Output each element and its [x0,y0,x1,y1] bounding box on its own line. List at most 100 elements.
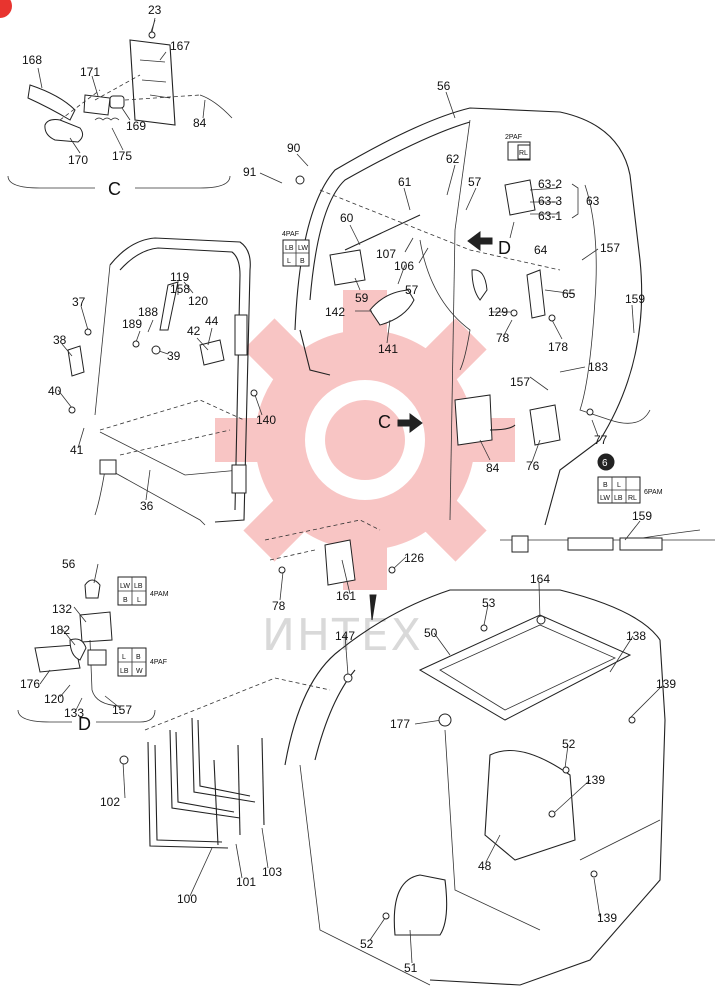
callout: 44 [205,314,219,328]
callout: 59 [355,291,369,305]
callout: 139 [585,773,605,787]
callout: 6PAM [644,489,663,496]
section-arrow-label-d: D [498,238,511,258]
connector-4paf-b-cell: LB [120,668,129,675]
callout: 178 [548,340,568,354]
connector-4paf-a-cell: LB [285,245,294,252]
callout: 65 [562,287,576,301]
connector-4paf-a-cell: B [300,258,305,265]
connector-6pam: B L LW LB RL [597,476,641,504]
connector-4paf-b-cell: B [136,654,141,661]
callout: 42 [187,324,201,338]
callout: 157 [510,375,530,389]
callout: 40 [48,384,62,398]
connector-4pam-cell: LB [134,583,143,590]
callout: 37 [72,295,86,309]
callout: 139 [656,677,676,691]
callout: 23 [148,3,162,17]
callout: 120 [188,294,208,308]
glass-seals [144,677,331,849]
callout: 183 [588,360,608,374]
callout: 41 [70,443,84,457]
roof-cover [264,519,381,586]
callout: 138 [626,629,646,643]
callout: 126 [404,551,424,565]
corner-marker [0,0,12,18]
callout: 177 [390,717,410,731]
connector-6pam-cell: RL [628,495,637,502]
callout: 158 [170,282,190,296]
detail-c [7,19,233,189]
callout: 62 [446,152,460,166]
callout: 175 [112,149,132,163]
arrow-c-icon [397,413,423,433]
marker-6-icon [597,453,615,471]
callout: 53 [482,596,496,610]
callout: 78 [496,331,510,345]
callout: 100 [177,892,197,906]
callout: 159 [625,292,645,306]
connector-4paf-a-cell: LW [298,245,308,252]
watermark-text: ИНТЕХ [262,610,423,661]
callout: 182 [50,623,70,637]
callout: 188 [138,305,158,319]
callout: 57 [405,283,419,297]
callout: 90 [287,141,301,155]
callout: 120 [44,692,64,706]
callout: 39 [167,349,181,363]
callout: 133 [64,706,84,720]
callout: 63-3 [538,194,562,208]
callout: 64 [534,243,548,257]
callout: 119 [170,270,189,284]
callout: 61 [398,175,412,189]
callout: 63-1 [538,209,562,223]
cab-upper [294,107,715,553]
pointer-icon [369,594,377,621]
callout: 157 [112,703,132,717]
callout: 170 [68,153,88,167]
callout: 78 [272,599,286,613]
callout: 159 [632,509,652,523]
callout: 141 [378,342,398,356]
callout: 56 [62,557,76,571]
callout: 157 [600,241,620,255]
callout: 60 [340,211,354,225]
connector-4paf-a: LB LW L B [282,239,310,267]
fasteners [68,31,636,920]
connector-2paf-cell: RL [519,150,528,157]
callout: 52 [360,937,374,951]
detail-d [17,579,156,723]
connector-4pam-cell: LW [120,583,130,590]
callout: 164 [530,572,550,586]
cab-lower [284,589,666,986]
callout: 102 [100,795,120,809]
leader-lines [37,17,663,964]
callout: 176 [20,677,40,691]
callout: 103 [262,865,282,879]
connector-4paf-a-cell: L [287,258,291,265]
callout: 161 [336,589,356,603]
callout: 140 [256,413,276,427]
callout: 63 [586,194,600,208]
connector-4paf-b: L B LB W [117,647,147,677]
connector-6pam-cell: B [603,482,608,489]
callout: 101 [236,875,256,889]
callout: 139 [597,911,617,925]
callout: 63-2 [538,177,562,191]
callout-labels: 23 167 168 171 169 84 170 175 C 56 90 91… [20,3,676,975]
section-label-c: C [108,179,121,199]
callout: 169 [126,119,146,133]
callout: 48 [478,859,492,873]
callout: 77 [594,433,608,447]
callout: 84 [193,116,207,130]
section-label-d: D [78,714,91,734]
callout: 132 [52,602,72,616]
connector-4pam-cell: B [123,597,128,604]
callout: 91 [243,165,257,179]
connector-6pam-cell: L [617,482,621,489]
connector-2paf: RL [507,141,531,161]
callout: 106 [394,259,414,273]
connector-6pam-cell: LW [600,495,610,502]
callout: 4PAF [282,231,299,238]
